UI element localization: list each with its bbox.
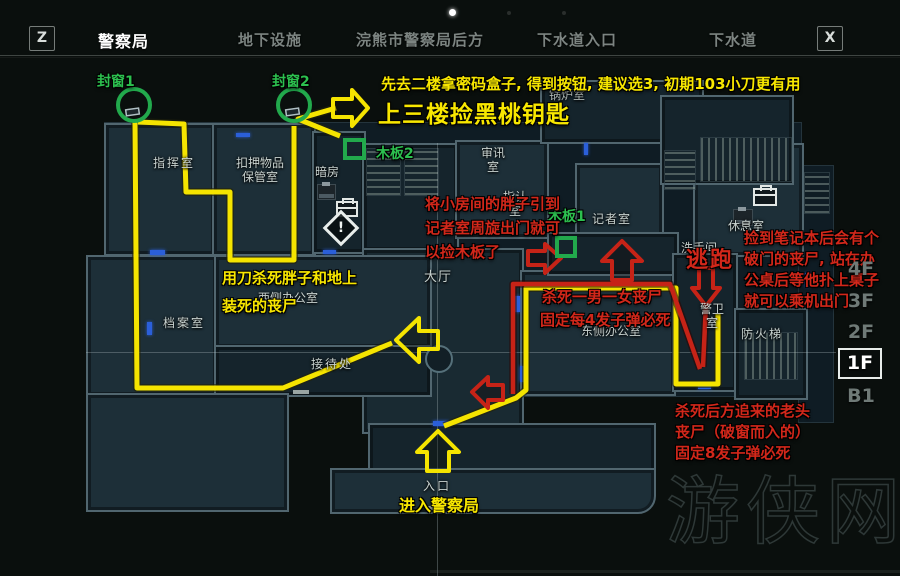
door-marker-gray [428,506,444,510]
door-marker [698,385,711,389]
annotation-board-1: 木板1 [548,209,586,225]
door-marker [236,133,250,137]
typewriter-keys [735,220,751,224]
room-label-darkroom: 暗房 [315,165,340,179]
annotation-escape: 逃跑 [686,248,735,273]
hall-fountain [425,345,453,373]
room-interrogation [455,140,549,239]
stairs-hall-right [404,148,439,196]
room-label-press: 记者室 [592,212,632,226]
stairs-fire-escape [744,332,798,380]
item-box-handle [342,198,354,204]
room-east-corridor [547,232,679,276]
room-southwest [86,393,289,512]
room-detention-storage [212,123,316,256]
door-marker-gray [293,390,309,394]
door-marker [515,296,520,312]
annotation-tip-top-big: 上三楼捡黑桃钥匙 [378,102,570,128]
room-label-east-office: 东侧办公室 [581,324,642,338]
annotation-two-zombies-2: 固定每4发子弹必死 [540,311,671,329]
room-label-break: 休息室 [728,219,765,233]
room-label-lineup: 指认 室 [503,190,528,218]
item-box-handle [760,185,772,191]
annotation-tip-old-man: 杀死后方追来的老头 丧尸（破窗而入的） 固定8发子弹必死 [675,402,811,462]
exclamation-mark: ! [337,220,345,236]
stairs-northeast [700,137,792,182]
typewriter-paper [322,182,330,186]
tab-police-station[interactable]: 警察局 [98,32,150,51]
tab-sewer-entrance[interactable]: 下水道入口 [537,31,618,49]
arrow-right-upstairs [331,88,370,128]
header-dim-dot [562,11,566,15]
window-glyphs [124,107,301,117]
room-label-boiler: 锅炉室 [549,88,586,102]
annotation-two-zombies-1: 杀死一男一女丧尸 [542,288,663,306]
annotation-tip-knife: 用刀杀死胖子和地上 装死的丧尸 [222,269,358,315]
watermark: 游侠网 [665,468,900,556]
room-entrance-upper [368,423,656,474]
header-dim-dot [507,11,511,15]
sealed-window-2-circle [276,87,312,123]
item-box-icon-east [753,185,777,206]
room-label-washroom: 洗手间 [681,241,718,255]
tab-behind-rpd[interactable]: 浣熊市警察局后方 [356,31,485,49]
stairs-break-room [664,150,696,190]
room-label-fire-escape: 防火梯 [741,327,784,341]
map-crosshair-horizontal [86,352,836,353]
typewriter-icon [317,182,336,200]
bottom-strip [430,570,900,573]
room-entrance-lower [330,468,656,514]
room-label-command: 指挥室 [153,156,196,170]
door-marker [584,143,588,155]
room-label-records: 档案室 [163,316,206,330]
floor-3f[interactable]: 3F [847,290,875,312]
annotation-sealed-window-2: 封窗2 [272,74,310,90]
tab-underground[interactable]: 地下设施 [238,31,303,49]
room-label-detention-storage: 扣押物品 保管室 [236,156,285,184]
header-indicator-dot [449,9,456,16]
room-label-entrance: 入口 [423,479,452,493]
door-marker [805,273,810,287]
stairs-east-corridor [804,172,830,214]
floor-b1[interactable]: B1 [847,385,875,407]
floor-1f[interactable]: 1F [838,348,882,379]
room-label-west-office: 西侧办公室 [258,291,319,305]
annotation-sealed-window-1: 封窗1 [97,74,135,90]
door-marker [520,366,525,382]
typewriter-keys [319,194,334,198]
annotation-board-2: 木板2 [376,146,414,162]
room-label-interrogation: 审讯 室 [481,146,506,174]
door-marker [150,250,165,255]
typewriter-paper [738,207,746,211]
annotation-tip-top-small: 先去二楼拿密码盒子, 得到按钮, 建议选3, 初期103小刀更有用 [381,75,801,93]
tab-sewer[interactable]: 下水道 [709,31,758,49]
prev-map-key-button[interactable]: Z [29,26,55,51]
header-divider [0,55,900,56]
door-marker [323,250,336,254]
room-label-reception: 接待处 [311,357,354,371]
sealed-window-1-circle [116,87,152,123]
annotation-tip-notebook: 捡到笔记本后会有个 破门的丧尸, 站在办 公桌后等他扑上桌子 就可以乘机出门 [744,229,880,310]
door-marker [147,322,152,335]
next-map-key-button[interactable]: X [817,26,843,51]
room-command [104,123,216,256]
room-label-guard: 警卫 室 [700,302,725,330]
header-divider-shadow [0,57,900,58]
door-marker [433,421,449,426]
floor-2f[interactable]: 2F [847,321,875,343]
typewriter-icon-east [733,207,753,226]
annotation-tip-enter: 进入警察局 [399,496,480,515]
item-box-lid [754,194,776,196]
annotation-tip-fat-zombie: 将小房间的胖子引到 记者室周旋出门就可 以捡木板了 [425,195,561,261]
floor-4f[interactable]: 4F [847,258,875,280]
room-label-main-hall: 大厅 [424,270,453,285]
